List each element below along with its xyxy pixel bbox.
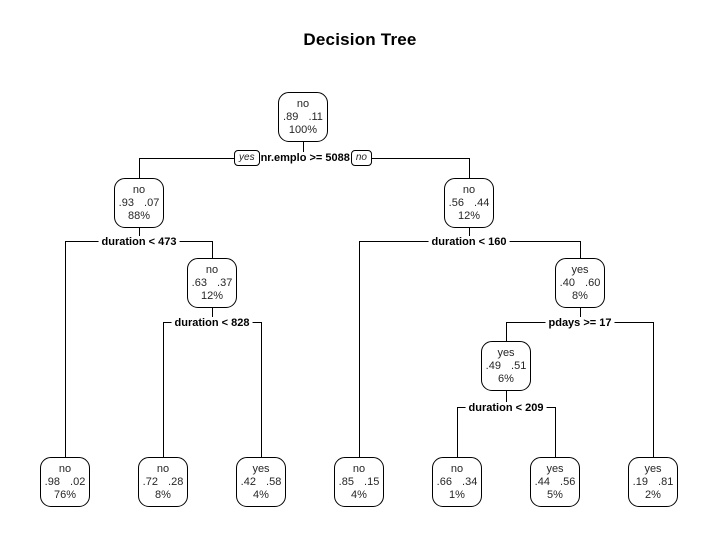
- node-probabilities: .40 .60: [559, 276, 601, 289]
- tree-edge: [506, 391, 507, 407]
- tree-edge: [261, 322, 262, 457]
- split-label-duration-209: duration < 209: [465, 402, 547, 414]
- tree-edge: [653, 322, 654, 457]
- node-percentage: 76%: [53, 488, 77, 501]
- node-percentage: 8%: [572, 289, 588, 302]
- tree-edge: [139, 228, 140, 241]
- split-label-pdays-17: pdays >= 17: [545, 317, 615, 329]
- node-percentage: 5%: [547, 488, 563, 501]
- leaf-6: yes .44 .56 5%: [530, 457, 580, 507]
- tree-edge: [580, 308, 581, 322]
- node-probabilities: .42 .58: [240, 475, 282, 488]
- leaf-3: yes .42 .58 4%: [236, 457, 286, 507]
- node-class-label: no: [205, 263, 219, 276]
- split-label-root: yes nr.emplo >= 5088 no: [234, 150, 372, 166]
- split-condition: nr.emplo >= 5088: [259, 152, 351, 164]
- node-percentage: 12%: [457, 209, 481, 222]
- node-probabilities: .66 .34: [436, 475, 478, 488]
- no-branch-label: no: [350, 150, 372, 166]
- tree-edge: [163, 322, 164, 457]
- tree-edge: [457, 407, 458, 457]
- node-class-label: no: [462, 183, 476, 196]
- tree-edge: [469, 158, 470, 178]
- node-class-label: no: [58, 462, 72, 475]
- node-percentage: 4%: [351, 488, 367, 501]
- leaf-4: no .85 .15 4%: [334, 457, 384, 507]
- yes-branch-label: yes: [234, 150, 260, 166]
- node-class-label: yes: [571, 263, 589, 276]
- node-percentage: 12%: [200, 289, 224, 302]
- node-probabilities: .89 .11: [283, 110, 323, 123]
- node-probabilities: .56 .44: [448, 196, 490, 209]
- tree-edge: [555, 407, 556, 457]
- tree-edge: [212, 241, 213, 258]
- tree-edge: [212, 308, 213, 322]
- tree-edge: [469, 228, 470, 241]
- leaf-5: no .66 .34 1%: [432, 457, 482, 507]
- chart-title: Decision Tree: [303, 30, 417, 49]
- node-probabilities: .72 .28: [142, 475, 184, 488]
- node-class-label: yes: [546, 462, 564, 475]
- node-class-label: no: [156, 462, 170, 475]
- node-class-label: no: [132, 183, 146, 196]
- node-right: no .56 .44 12%: [444, 178, 494, 228]
- tree-edge: [303, 142, 304, 158]
- node-probabilities: .93 .07: [118, 196, 160, 209]
- node-percentage: 88%: [127, 209, 151, 222]
- leaf-7: yes .19 .81 2%: [628, 457, 678, 507]
- split-label-duration-473: duration < 473: [98, 236, 180, 248]
- node-class-label: no: [450, 462, 464, 475]
- node-class-label: yes: [644, 462, 662, 475]
- node-percentage: 2%: [645, 488, 661, 501]
- node-percentage: 8%: [155, 488, 171, 501]
- tree-edge: [506, 322, 507, 341]
- node-probabilities: .98 .02: [44, 475, 86, 488]
- split-label-duration-160: duration < 160: [428, 236, 510, 248]
- node-right-right-left: yes .49 .51 6%: [481, 341, 531, 391]
- tree-edge: [139, 158, 140, 178]
- node-percentage: 6%: [498, 372, 514, 385]
- split-label-duration-828: duration < 828: [171, 317, 253, 329]
- node-left-right: no .63 .37 12%: [187, 258, 237, 308]
- node-class-label: yes: [497, 346, 515, 359]
- leaf-1: no .98 .02 76%: [40, 457, 90, 507]
- node-class-label: no: [296, 97, 310, 110]
- node-percentage: 1%: [449, 488, 465, 501]
- node-root: no .89 .11 100%: [278, 92, 328, 142]
- tree-edge: [65, 241, 66, 457]
- node-probabilities: .63 .37: [191, 276, 233, 289]
- node-probabilities: .44 .56: [534, 475, 576, 488]
- node-right-right: yes .40 .60 8%: [555, 258, 605, 308]
- node-probabilities: .49 .51: [485, 359, 527, 372]
- tree-edge: [359, 241, 360, 457]
- node-class-label: no: [352, 462, 366, 475]
- node-percentage: 4%: [253, 488, 269, 501]
- node-percentage: 100%: [288, 123, 318, 136]
- tree-edge: [580, 241, 581, 258]
- leaf-2: no .72 .28 8%: [138, 457, 188, 507]
- node-probabilities: .85 .15: [338, 475, 380, 488]
- node-left: no .93 .07 88%: [114, 178, 164, 228]
- node-class-label: yes: [252, 462, 270, 475]
- node-probabilities: .19 .81: [632, 475, 674, 488]
